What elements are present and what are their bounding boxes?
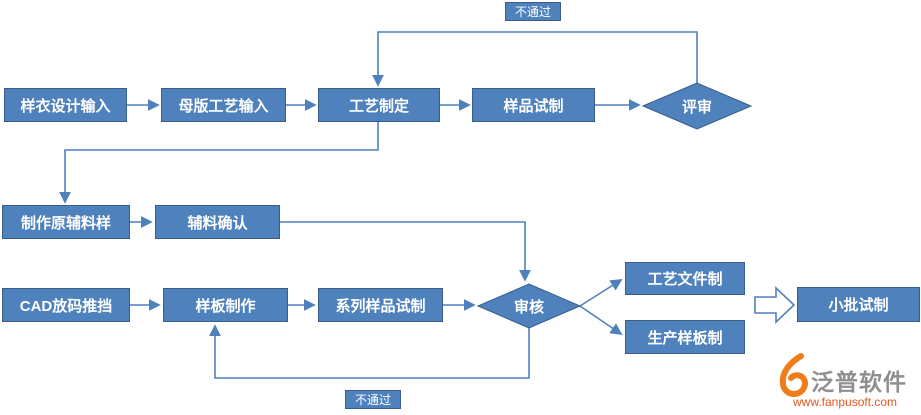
watermark: 泛普软件 www.fanpusoft.com	[779, 353, 919, 411]
node-master-process-input: 母版工艺输入	[161, 88, 286, 122]
fanpu-logo-icon	[779, 353, 808, 397]
feedback-review-to-process	[372, 31, 698, 87]
link-process-to-material	[59, 122, 379, 204]
node-make-raw-material-sample: 制作原辅料样	[2, 205, 130, 239]
node-pattern-making: 样板制作	[163, 288, 288, 322]
node-cad-grading: CAD放码推挡	[2, 288, 130, 322]
fail-label-top: 不通过	[505, 2, 561, 21]
arrow-audit-to-processdoc	[579, 279, 623, 307]
node-sample-design-input: 样衣设计输入	[4, 88, 127, 122]
node-material-confirm: 辅料确认	[155, 205, 280, 239]
watermark-brand: 泛普软件	[811, 369, 907, 395]
node-process-document: 工艺文件制	[625, 262, 745, 295]
fail-label-bottom: 不通过	[345, 390, 401, 409]
link-confirm-to-audit	[280, 221, 531, 282]
node-process-define: 工艺制定	[318, 88, 440, 122]
block-arrow	[754, 286, 796, 324]
feedback-audit-to-pattern	[209, 324, 530, 379]
review-diamond	[641, 82, 753, 130]
audit-diamond	[476, 283, 582, 329]
watermark-url: www.fanpusoft.com	[793, 395, 898, 409]
node-sample-trial: 样品试制	[472, 88, 595, 122]
arrow-audit-to-production	[579, 305, 623, 336]
node-small-batch-trial: 小批试制	[797, 287, 920, 322]
node-production-pattern: 生产样板制	[625, 320, 745, 354]
node-series-sample-trial: 系列样品试制	[318, 288, 443, 322]
